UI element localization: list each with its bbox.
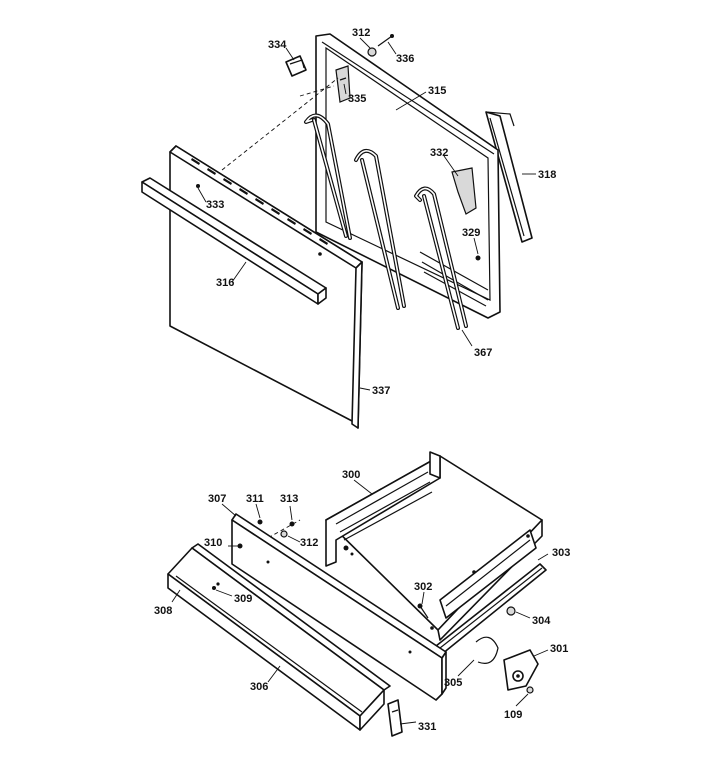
callout-301: 301 bbox=[550, 643, 568, 655]
callout-336: 336 bbox=[396, 53, 414, 65]
callout-332: 332 bbox=[430, 147, 448, 159]
part-316-door-handle bbox=[141, 177, 327, 305]
part-335-hinge-bracket bbox=[335, 65, 351, 103]
callout-311: 311 bbox=[246, 493, 264, 505]
part-304-nut bbox=[506, 606, 516, 616]
callout-309: 309 bbox=[234, 593, 252, 605]
part-302-screw bbox=[417, 603, 429, 619]
part-331-end-cap bbox=[387, 699, 403, 737]
part-306-308-drawer-handle bbox=[167, 543, 391, 731]
callout-labels: 334 312 336 335 315 318 332 333 329 316 … bbox=[154, 27, 570, 733]
callout-312-top: 312 bbox=[352, 27, 370, 39]
part-318-side-trim bbox=[485, 111, 533, 243]
callout-312-bottom: 312 bbox=[300, 537, 318, 549]
callout-308: 308 bbox=[154, 605, 172, 617]
callout-306: 306 bbox=[250, 681, 268, 693]
part-301-roller-bracket bbox=[503, 649, 539, 691]
callout-300: 300 bbox=[342, 469, 360, 481]
callout-109: 109 bbox=[504, 709, 522, 721]
part-312-336-screw-washer bbox=[367, 34, 394, 57]
callout-337: 337 bbox=[372, 385, 390, 397]
leader-lines bbox=[171, 37, 549, 725]
alignment-line-upper-a bbox=[221, 77, 339, 171]
part-337-outer-door bbox=[169, 145, 363, 429]
callout-302: 302 bbox=[414, 581, 432, 593]
part-307-drawer-front bbox=[231, 513, 447, 701]
part-311-313-312-screws bbox=[257, 519, 295, 538]
part-315-inner-door-frame bbox=[315, 33, 501, 319]
part-334-clip bbox=[285, 55, 307, 77]
alignment-line-upper-b bbox=[299, 85, 335, 97]
callout-335: 335 bbox=[348, 93, 366, 105]
callout-303: 303 bbox=[552, 547, 570, 559]
callout-313: 313 bbox=[280, 493, 298, 505]
part-305-spring-clip bbox=[475, 636, 499, 664]
callout-305: 305 bbox=[444, 677, 462, 689]
callout-334: 334 bbox=[268, 39, 287, 51]
callout-315: 315 bbox=[428, 85, 446, 97]
callout-367: 367 bbox=[474, 347, 492, 359]
part-367-wire-hinges bbox=[304, 113, 468, 330]
callout-318: 318 bbox=[538, 169, 556, 181]
callout-310: 310 bbox=[204, 537, 222, 549]
callout-329: 329 bbox=[462, 227, 480, 239]
callout-304: 304 bbox=[532, 615, 551, 627]
callout-333: 333 bbox=[206, 199, 224, 211]
callout-331: 331 bbox=[418, 721, 436, 733]
part-109-screw bbox=[526, 686, 534, 694]
part-332-bracket bbox=[451, 167, 477, 215]
callout-316: 316 bbox=[216, 277, 234, 289]
door-vent-slots bbox=[191, 158, 328, 245]
part-300-drawer-body bbox=[325, 451, 543, 641]
callout-307: 307 bbox=[208, 493, 226, 505]
